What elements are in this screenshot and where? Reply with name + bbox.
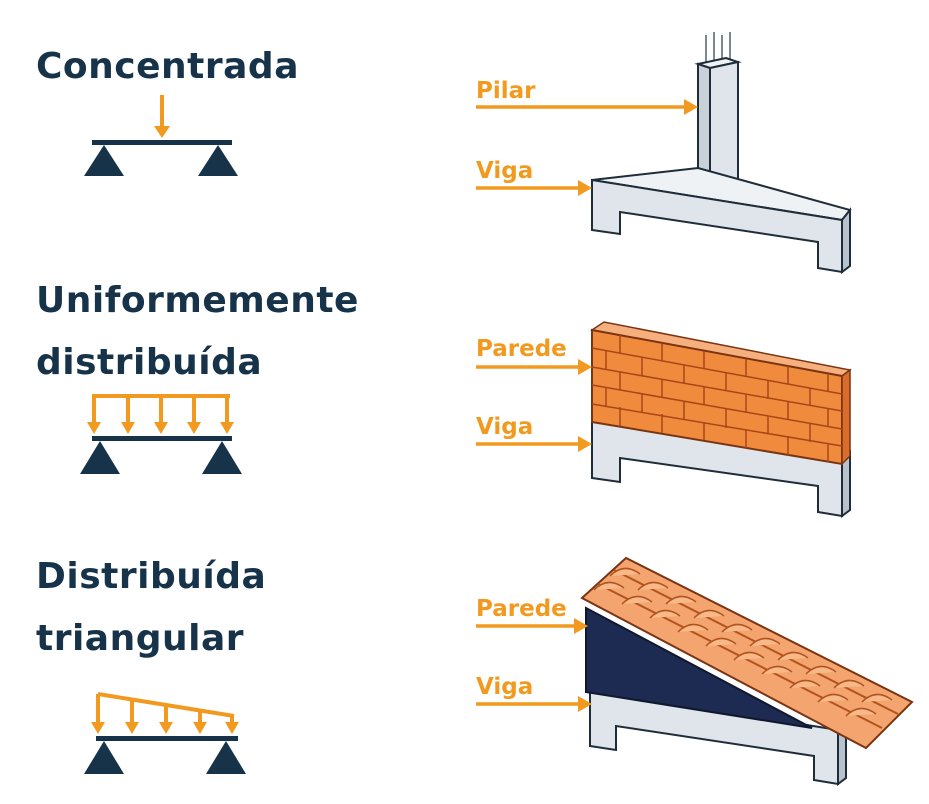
uniform-load-arrows bbox=[87, 396, 234, 434]
rebar bbox=[705, 32, 731, 64]
label-viga-3: Viga bbox=[476, 674, 534, 700]
triangular-wall bbox=[585, 606, 813, 729]
beam-line bbox=[96, 736, 238, 741]
title-distribuida: distribuída bbox=[36, 342, 263, 383]
right-support bbox=[206, 741, 246, 774]
brick-courses bbox=[591, 347, 843, 447]
roof-beam-illustration bbox=[580, 556, 914, 786]
label-parede-1: Parede bbox=[476, 336, 567, 362]
beam-line bbox=[92, 140, 232, 145]
triangular-load-diagram bbox=[84, 692, 246, 774]
left-support bbox=[84, 145, 124, 176]
right-support bbox=[198, 145, 238, 176]
concentrated-load-diagram bbox=[84, 95, 238, 176]
load-arrow-head bbox=[154, 126, 170, 138]
label-parede-2: Parede bbox=[476, 596, 567, 622]
title-concentrada: Concentrada bbox=[36, 46, 299, 87]
left-support bbox=[84, 741, 124, 774]
pillar-beam-illustration bbox=[591, 32, 852, 274]
title-triangular: triangular bbox=[36, 618, 245, 659]
roof-tiles bbox=[593, 567, 893, 717]
beam-end bbox=[841, 207, 851, 274]
uniform-load-diagram bbox=[80, 394, 242, 474]
beam-line bbox=[92, 436, 232, 441]
title-distribuida-2: Distribuída bbox=[36, 556, 267, 597]
label-viga-1: Viga bbox=[476, 158, 534, 184]
label-pilar: Pilar bbox=[476, 78, 536, 104]
title-uniformemente: Uniformemente bbox=[36, 280, 359, 321]
left-support bbox=[80, 441, 120, 474]
brick-joints bbox=[605, 335, 829, 462]
brick-wall-end bbox=[841, 368, 851, 466]
label-viga-2: Viga bbox=[476, 414, 534, 440]
triangular-load-arrows bbox=[91, 694, 239, 734]
wall-beam-illustration bbox=[590, 321, 852, 518]
right-support bbox=[202, 441, 242, 474]
